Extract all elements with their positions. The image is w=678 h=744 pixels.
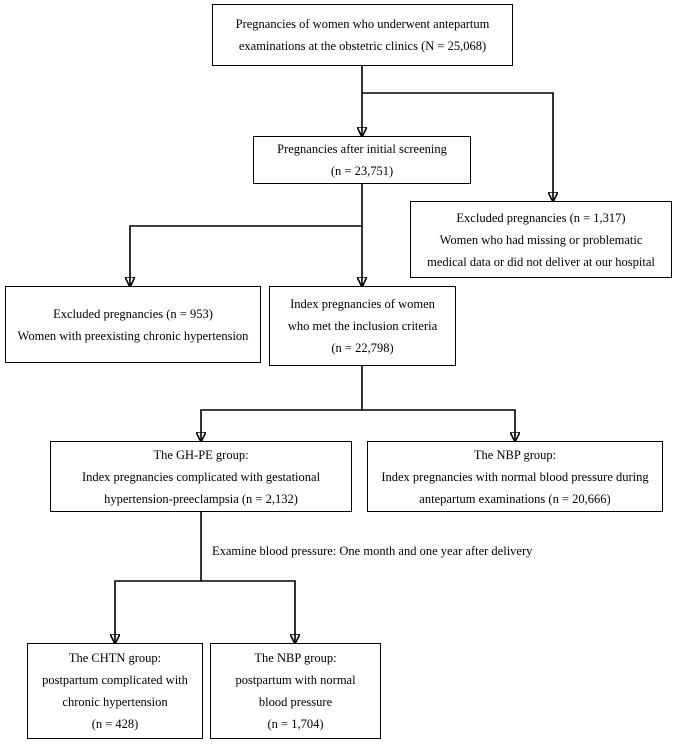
box-excluded-htn-line-1: Excluded pregnancies (n = 953): [53, 306, 213, 321]
box-screening-line-1: Pregnancies after initial screening: [277, 142, 447, 156]
box-excluded-data-line-3: medical data or did not deliver at our h…: [427, 254, 655, 269]
box-total-pregnancies: Pregnancies of women who underwent antep…: [212, 4, 513, 66]
box-index-line-3: (n = 22,798): [331, 341, 394, 355]
box-nbp-antepartum-line-1: The NBP group:: [473, 447, 557, 462]
box-excluded-data-line-2: Women who had missing or problematic: [439, 232, 643, 247]
box-total-line-1: Pregnancies of women who underwent antep…: [235, 17, 490, 31]
box-screening-line-2: (n = 23,751): [330, 164, 394, 178]
blood-pressure-exam-note: Examine blood pressure: One month and on…: [212, 544, 533, 558]
box-nbp-antepartum-line-2: Index pregnancies with normal blood pres…: [381, 469, 649, 484]
arrow-index-to-nbp-antepartum: [362, 409, 515, 441]
box-ghpe-line-3: hypertension-preeclampsia (n = 2,132): [104, 491, 298, 506]
box-nbp-postpartum-line-1: The NBP group:: [254, 651, 337, 665]
box-excluded-data-line-1: Excluded pregnancies (n = 1,317): [456, 210, 626, 225]
box-index-line-2: who met the inclusion criteria: [287, 319, 438, 333]
box-nbp-antepartum-line-3: antepartum examinations (n = 20,666): [419, 491, 611, 506]
box-excluded-missing-data: Excluded pregnancies (n = 1,317) Women w…: [410, 201, 672, 278]
box-nbp-postpartum-group: The NBP group: postpartum with normal bl…: [210, 643, 381, 739]
box-nbp-antepartum-group: The NBP group: Index pregnancies with no…: [367, 441, 663, 512]
box-initial-screening: Pregnancies after initial screening (n =…: [253, 136, 471, 184]
box-total-line-2: examinations at the obstetric clinics (N…: [238, 39, 487, 53]
box-chtn-group: The CHTN group: postpartum complicated w…: [27, 643, 203, 739]
box-chtn-line-4: (n = 428): [91, 717, 139, 731]
arrow-screening-to-excluded-htn: [130, 225, 362, 286]
arrow-to-nbp-postpartum: [201, 580, 295, 643]
box-nbp-postpartum-line-2: postpartum with normal: [235, 673, 356, 687]
box-chtn-line-2: postpartum complicated with: [42, 673, 188, 687]
box-nbp-postpartum-line-3: blood pressure: [258, 695, 333, 709]
box-index-line-1: Index pregnancies of women: [290, 297, 435, 311]
box-ghpe-line-2: Index pregnancies complicated with gesta…: [81, 469, 321, 484]
box-chtn-line-3: chronic hypertension: [62, 695, 168, 709]
box-excluded-chronic-hypertension: Excluded pregnancies (n = 953) Women wit…: [5, 286, 261, 363]
arrow-total-to-excluded-data: [362, 92, 553, 201]
box-ghpe-group: The GH-PE group: Index pregnancies compl…: [50, 441, 352, 512]
box-nbp-postpartum-line-4: (n = 1,704): [267, 717, 324, 731]
box-ghpe-line-1: The GH-PE group:: [153, 447, 249, 462]
box-excluded-htn-line-2: Women with preexisting chronic hypertens…: [17, 328, 249, 343]
box-chtn-line-1: The CHTN group:: [68, 651, 162, 665]
arrow-index-to-ghpe: [201, 366, 363, 441]
box-index-pregnancies: Index pregnancies of women who met the i…: [269, 286, 456, 366]
arrow-to-chtn: [115, 580, 201, 643]
